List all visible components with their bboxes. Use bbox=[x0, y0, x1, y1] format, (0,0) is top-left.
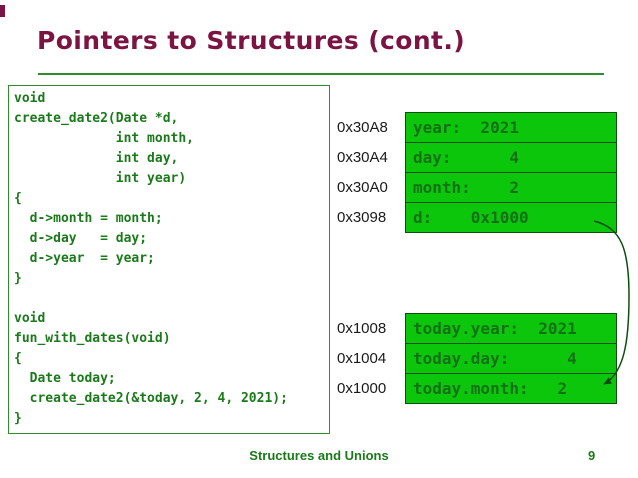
memory-row: 0x3098 d: 0x1000 bbox=[330, 202, 617, 233]
memory-cell: year: 2021 bbox=[405, 112, 617, 143]
memory-diagram-today-struct: 0x1008 today.year: 2021 0x1004 today.day… bbox=[330, 313, 617, 404]
memory-row: 0x30A0 month: 2 bbox=[330, 172, 617, 203]
memory-cell: today.day: 4 bbox=[405, 343, 617, 374]
page-number: 9 bbox=[588, 448, 596, 463]
memory-row: 0x1000 today.month: 2 bbox=[330, 373, 617, 404]
address-label: 0x30A8 bbox=[337, 119, 388, 136]
footer-title: Structures and Unions bbox=[249, 448, 389, 463]
memory-cell: day: 4 bbox=[405, 142, 617, 173]
memory-row: 0x30A8 year: 2021 bbox=[330, 112, 617, 143]
memory-row: 0x1004 today.day: 4 bbox=[330, 343, 617, 374]
clipped-logo-mark bbox=[0, 5, 5, 17]
memory-diagram-create-date2-frame: 0x30A8 year: 2021 0x30A4 day: 4 0x30A0 m… bbox=[330, 112, 617, 233]
memory-row: 0x30A4 day: 4 bbox=[330, 142, 617, 173]
memory-cell: month: 2 bbox=[405, 172, 617, 203]
title-underline bbox=[38, 73, 604, 75]
address-label: 0x1000 bbox=[337, 380, 387, 397]
memory-cell: today.year: 2021 bbox=[405, 313, 617, 344]
address-label: 0x1004 bbox=[337, 350, 387, 367]
address-label: 0x30A4 bbox=[337, 149, 388, 166]
address-label: 0x1008 bbox=[337, 320, 387, 337]
page-title: Pointers to Structures (cont.) bbox=[37, 26, 466, 55]
memory-cell: today.month: 2 bbox=[405, 373, 617, 404]
address-label: 0x30A0 bbox=[337, 179, 388, 196]
memory-cell: d: 0x1000 bbox=[405, 202, 617, 233]
code-block: void create_date2(Date *d, int month, in… bbox=[8, 85, 330, 434]
memory-row: 0x1008 today.year: 2021 bbox=[330, 313, 617, 344]
address-label: 0x3098 bbox=[337, 209, 387, 226]
